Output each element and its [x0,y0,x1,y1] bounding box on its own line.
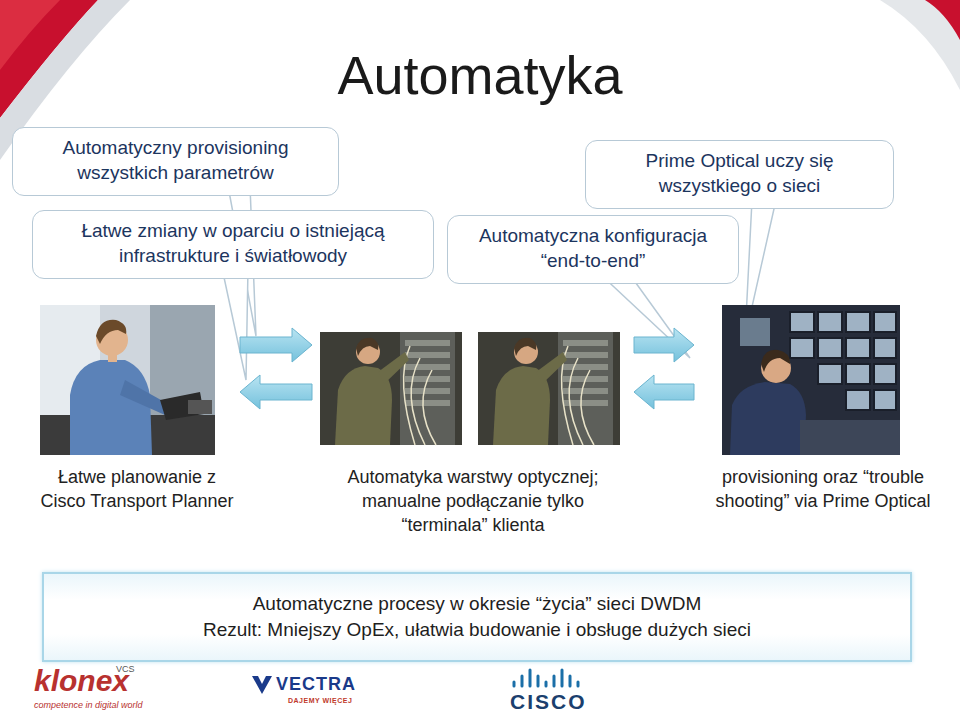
callout-bubble: Automatyczna konfiguracja “end-to-end” [447,215,739,284]
block-arrow [634,375,694,409]
photo-panel: Łatwe planowanie z Cisco Transport Plann… [40,300,234,541]
logo-text: VCS [116,664,135,674]
callout-bubble: Prime Optical uczy się wszystkiego o sie… [585,140,894,209]
photo-technician [478,332,620,445]
photo-technician [320,332,462,445]
photo-planner [40,305,215,455]
vectra-icon [252,676,272,694]
logo-text: CISCO [510,690,587,714]
node-text: Automatyka warstwy optycznej; manualne p… [318,466,628,537]
callout-bubble: Łatwe zmiany w oparciu o istniejącą infr… [32,210,434,279]
photo-panel: Automatyka warstwy optycznej; manualne p… [318,300,628,541]
logo-text: DAJEMY WIĘCEJ [288,697,352,704]
node-text: Automatyczny provisioning wszystkich par… [25,136,326,185]
callout-tail [222,268,248,380]
logo-text: VECTRA [276,674,356,695]
slide-title: Automatyka [0,44,960,106]
node-text: Łatwe zmiany w oparciu o istniejącą infr… [45,219,421,268]
node-text: provisioning oraz “trouble shooting” via… [700,466,946,514]
node-text: Łatwe planowanie z Cisco Transport Plann… [40,466,234,514]
block-arrow [634,328,694,362]
corner-swoosh [880,0,960,90]
block-arrow [240,375,312,409]
cisco-bars [514,670,578,686]
corner-swoosh [925,0,960,40]
block-arrow [240,328,312,362]
node-text: Prime Optical uczy się wszystkiego o sie… [598,149,881,198]
node-text: Automatyczna konfiguracja “end-to-end” [460,224,726,273]
callout-bubble: Automatyczny provisioning wszystkich par… [12,127,339,196]
node-text: Rezult: Mniejszy OpEx, ułatwia budowanie… [60,617,894,643]
photo-control-room [722,305,900,455]
logo-text: competence in digital world [34,700,143,710]
logo-text: klonex [34,664,129,698]
node-text: Automatyczne procesy w okresie “życia” s… [60,591,894,617]
summary-band: Automatyczne procesy w okresie “życia” s… [42,572,912,662]
photo-panel: provisioning oraz “trouble shooting” via… [700,300,946,518]
